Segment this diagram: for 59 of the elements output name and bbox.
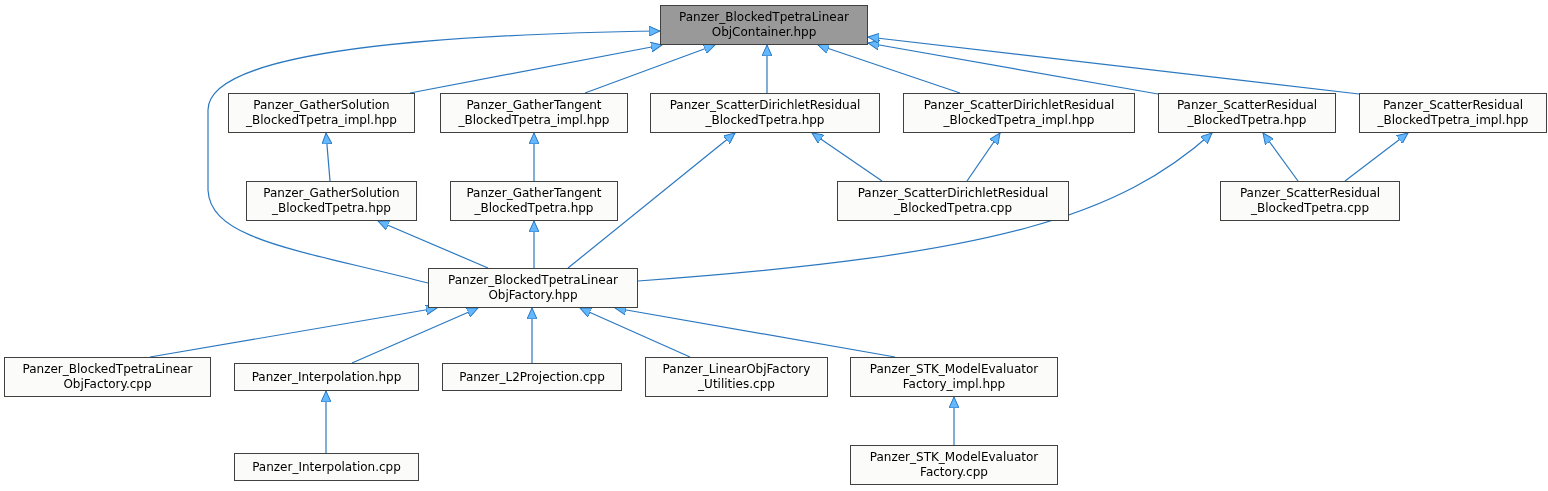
include-arrow: [948, 396, 960, 446]
file-name: Panzer_STK_ModelEvaluator Factory.cpp: [868, 450, 1040, 480]
include-arrow: [817, 43, 961, 94]
include-arrow: [579, 307, 691, 358]
file-box: [1359, 93, 1547, 133]
file-box: [650, 93, 880, 133]
file-box: [850, 357, 1058, 397]
include-arrow: [321, 132, 333, 182]
file-name: Panzer_ScatterDirichletResidual _BlockedTpetra.cpp: [856, 186, 1050, 216]
include-arrow: [867, 39, 1159, 95]
include-arrow: [207, 25, 661, 284]
file-box: [234, 363, 419, 391]
file-box: [4, 357, 211, 397]
file-box: [1220, 181, 1400, 221]
include-arrow: [526, 307, 538, 364]
include-arrow: [1344, 132, 1409, 182]
include-arrow: [377, 220, 489, 269]
file-box: [246, 181, 417, 221]
file-name: Panzer_GatherTangent _BlockedTpetra.hpp: [465, 186, 603, 216]
include-arrow: [867, 32, 1360, 95]
file-name: Panzer_LinearObjFactory _Utilities.cpp: [661, 362, 812, 392]
file-name: Panzer_ScatterResidual _BlockedTpetra.cpp: [1238, 186, 1382, 216]
file-box: [903, 93, 1135, 133]
file-box: [228, 93, 415, 133]
include-arrow: [567, 132, 736, 269]
file-name: Panzer_BlockedTpetraLinear ObjContainer.hpp: [678, 10, 850, 40]
file-name: Panzer_BlockedTpetraLinear ObjFactory.hpp: [447, 273, 619, 303]
include-arrow: [761, 44, 773, 94]
include-arrow: [351, 307, 479, 364]
file-name: Panzer_BlockedTpetraLinear ObjFactory.cpp: [21, 362, 194, 392]
file-box: [442, 363, 622, 391]
file-box: [234, 453, 419, 481]
include-arrow: [528, 132, 540, 182]
file-box: [440, 93, 628, 133]
file-name: Panzer_GatherSolution _BlockedTpetra.hpp: [262, 186, 401, 216]
file-box: [428, 268, 638, 308]
file-name: Panzer_ScatterResidual _BlockedTpetra_impl.hpp: [1376, 98, 1530, 128]
highlighted-file-box: [660, 5, 868, 45]
file-name: Panzer_Interpolation.hpp: [250, 369, 403, 385]
file-name: Panzer_GatherTangent _BlockedTpetra_impl.hpp: [457, 98, 611, 128]
include-arrow: [811, 132, 883, 182]
include-arrow: [966, 132, 1001, 182]
file-name: Panzer_L2Projection.cpp: [458, 369, 606, 385]
file-name: Panzer_Interpolation.cpp: [251, 459, 402, 475]
file-name: Panzer_ScatterResidual _BlockedTpetra.hpp: [1175, 98, 1319, 128]
file-name: Panzer_STK_ModelEvaluator Factory_impl.hpp: [868, 362, 1040, 392]
file-name: Panzer_GatherSolution _BlockedTpetra_impl.hpp: [245, 98, 398, 128]
file-box: [837, 181, 1069, 221]
file-box: [450, 181, 618, 221]
include-arrow: [637, 132, 1213, 282]
include-arrow: [528, 220, 540, 269]
include-arrow: [1262, 132, 1299, 182]
file-box: [850, 445, 1058, 485]
file-name: Panzer_ScatterDirichletResidual _BlockedTpetra.hpp: [668, 98, 862, 128]
include-arrow: [320, 390, 332, 454]
include-arrow: [584, 43, 716, 94]
file-box: [1158, 93, 1336, 133]
file-box: [645, 357, 828, 397]
file-name: Panzer_ScatterDirichletResidual _BlockedTpetra_impl.hpp: [922, 98, 1116, 128]
